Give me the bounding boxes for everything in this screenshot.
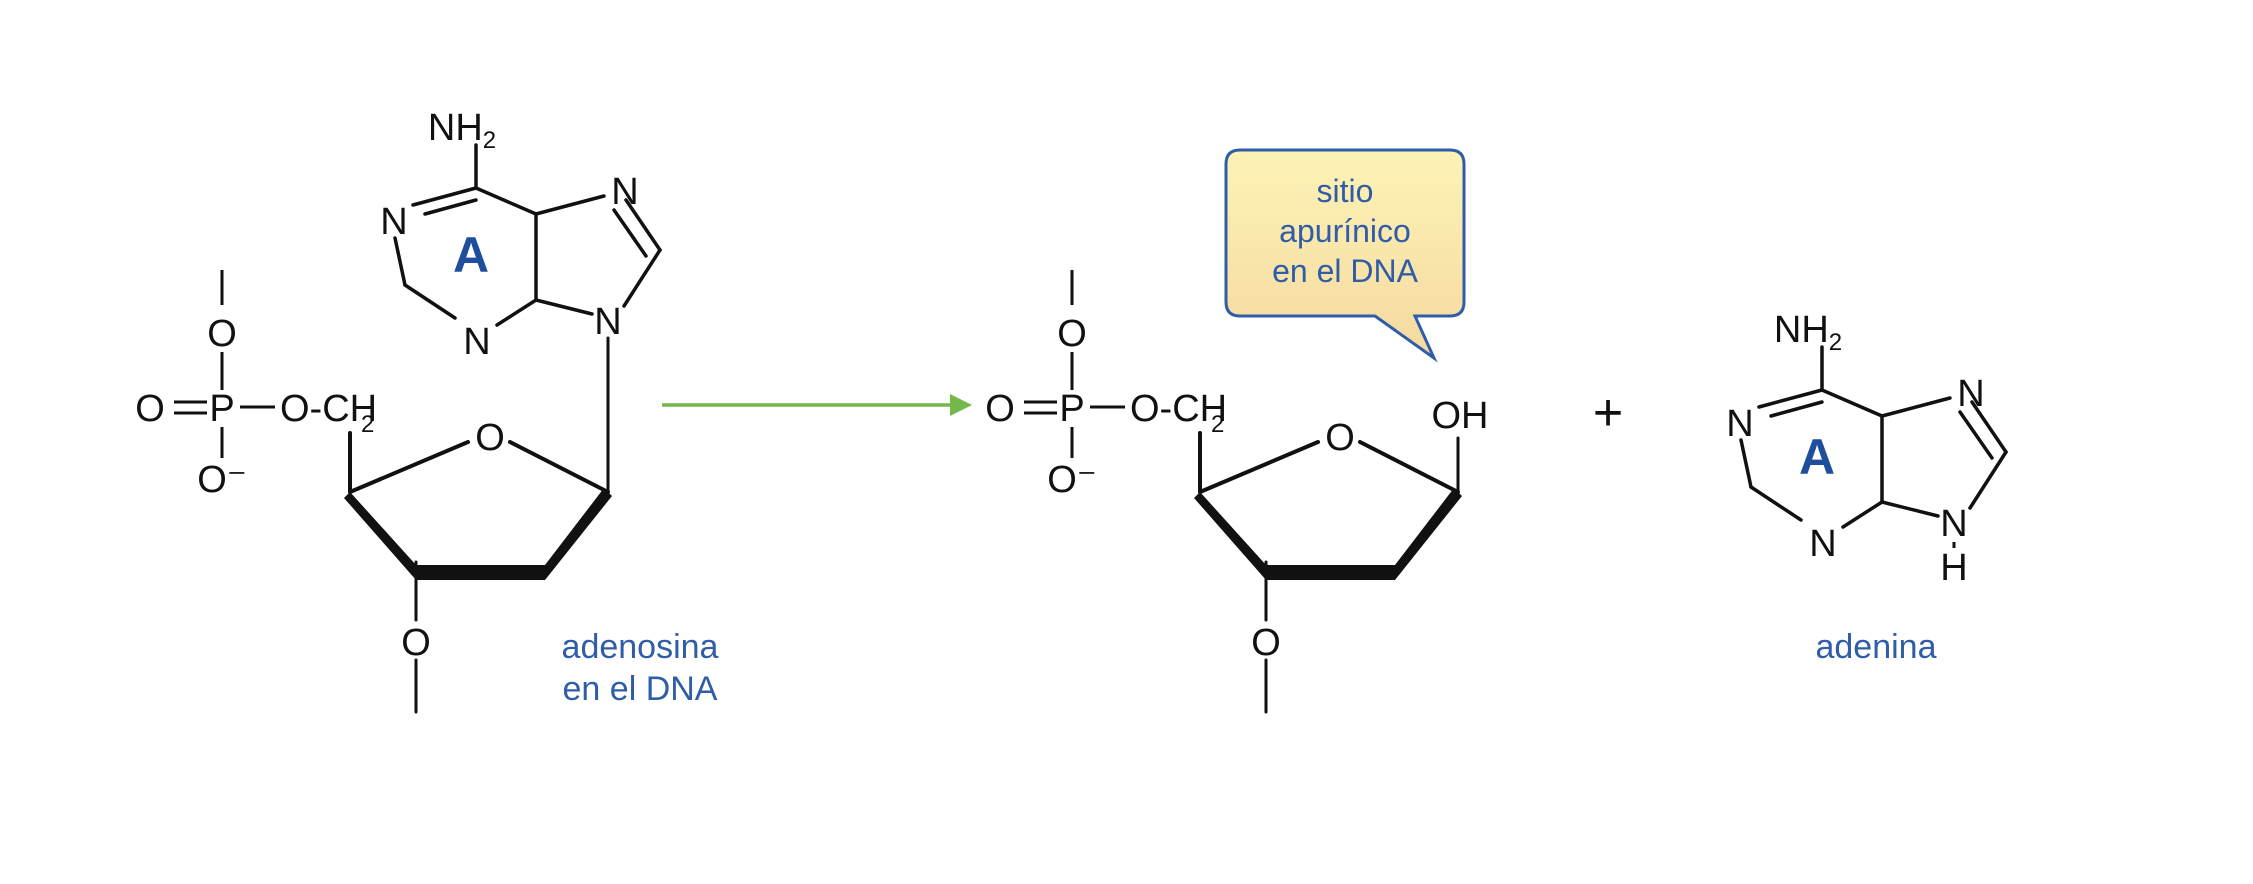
bubble-line3: en el DNA — [1272, 253, 1419, 289]
phosphate-group-product — [1024, 270, 1125, 458]
atom-o-3prime: O — [401, 622, 431, 664]
atom-o-top: O — [207, 313, 237, 355]
sub-2: 2 — [361, 411, 374, 438]
nh2-sub-product: 2 — [1829, 329, 1842, 356]
wedge-right-reactant — [545, 488, 612, 580]
bubble-line2: apurínico — [1279, 213, 1411, 249]
wedge-left-product — [1194, 492, 1266, 580]
atom-n1-reactant: N — [380, 201, 407, 243]
wedge-bottom-reactant — [416, 565, 545, 580]
sub-2-product: 2 — [1211, 411, 1224, 438]
atom-n3-product: N — [1809, 523, 1836, 565]
atom-o-double: O — [135, 388, 165, 430]
wedge-right-product — [1395, 488, 1462, 580]
atom-o-3prime-product: O — [1251, 622, 1281, 664]
reactant-label-line2: en el DNA — [563, 670, 718, 708]
atom-o-ch2-product: O-CH — [1130, 388, 1227, 430]
ring-letter-a-product: A — [1799, 429, 1835, 485]
atom-n7-product: N — [1957, 373, 1984, 415]
product-sugar-molecule: O P O O⁻ O-CH 2 O O OH sitio apurínico e… — [985, 148, 1489, 714]
atom-h-n9: H — [1940, 547, 1967, 589]
reactant-label-line1: adenosina — [562, 628, 719, 666]
atom-n9-product: N — [1940, 503, 1967, 545]
adenine-base-product — [1739, 345, 2008, 529]
bubble-line1: sitio — [1317, 173, 1374, 209]
product-adenine-molecule: NH2 N N N N H A adenina — [1726, 309, 2008, 666]
atom-o-minus-product: O⁻ — [1047, 459, 1097, 501]
nh-text: NH — [428, 107, 483, 149]
phosphate-group-reactant — [174, 270, 275, 458]
atom-o-double-product: O — [985, 388, 1015, 430]
atom-n3-reactant: N — [463, 321, 490, 363]
adenine-label: adenina — [1815, 628, 1936, 666]
wedge-bottom-product — [1266, 565, 1395, 580]
atom-o-ch2: O-CH — [280, 388, 377, 430]
sugar-ring-reactant — [348, 336, 610, 714]
plus-sign: + — [1593, 384, 1623, 442]
nh-text-product: NH — [1774, 309, 1829, 351]
atom-o-top-product: O — [1057, 313, 1087, 355]
wedge-left-reactant — [344, 492, 416, 580]
atom-n1-product: N — [1726, 403, 1753, 445]
apurinic-site-bubble — [1224, 148, 1466, 363]
nh2-sub: 2 — [483, 127, 496, 154]
atom-n7-reactant: N — [611, 171, 638, 213]
atom-o-minus: O⁻ — [197, 459, 247, 501]
atom-n9-reactant: N — [594, 301, 621, 343]
atom-nh2-reactant: NH2 — [428, 107, 496, 154]
atom-oh-product: OH — [1432, 395, 1489, 437]
reaction-arrow — [662, 394, 972, 416]
reactant-molecule: O P O O⁻ O-CH 2 O O — [135, 107, 719, 714]
atom-p-product: P — [1059, 388, 1084, 430]
ring-letter-a-reactant: A — [453, 227, 489, 283]
atom-o-ring-product: O — [1325, 417, 1355, 459]
atom-nh2-product: NH2 — [1774, 309, 1842, 356]
atom-o-ring: O — [475, 417, 505, 459]
adenine-base-reactant — [393, 143, 662, 327]
atom-p: P — [209, 388, 234, 430]
